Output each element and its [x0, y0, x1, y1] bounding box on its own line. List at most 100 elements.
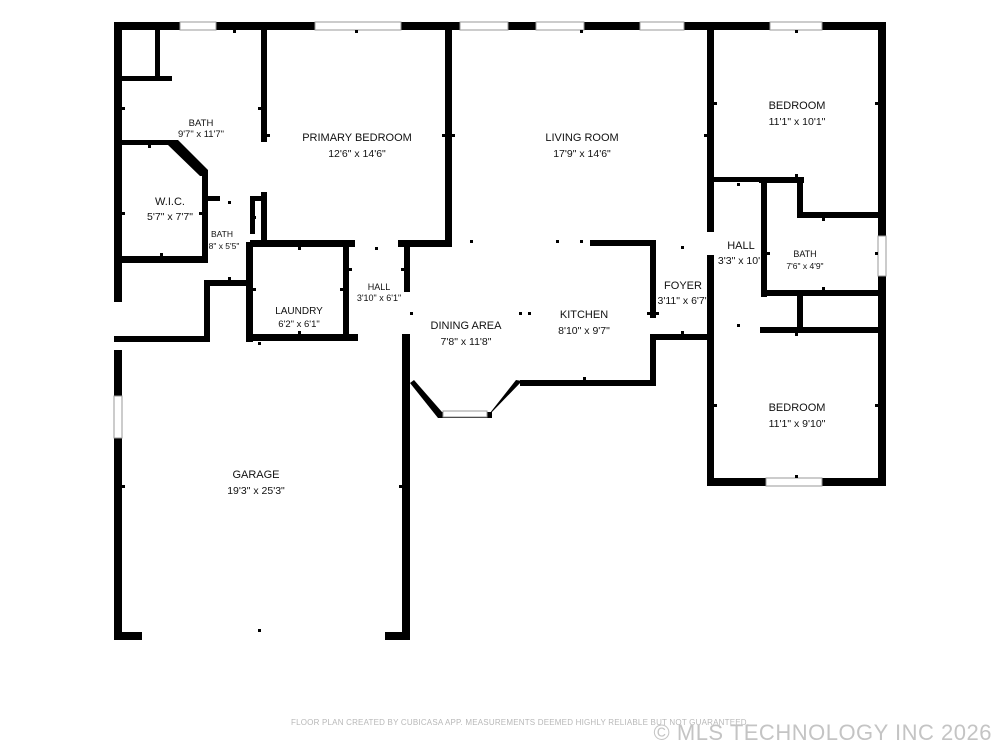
wall [650, 240, 656, 318]
tick [258, 629, 261, 632]
room-name-laundry: LAUNDRY [275, 306, 323, 317]
wall [761, 290, 886, 296]
room-labels: BATH 9'7" x 11'7" PRIMARY BEDROOM 12'6" … [147, 100, 826, 497]
wall [343, 242, 349, 339]
wall [707, 22, 714, 177]
tick [875, 102, 878, 105]
tick [528, 312, 531, 315]
tick [714, 102, 717, 105]
wall [445, 30, 452, 247]
tick [470, 240, 473, 243]
room-dims-bath1: 9'7" x 11'7" [178, 129, 224, 140]
tick [737, 183, 740, 186]
wall [261, 30, 267, 142]
windows [113, 21, 887, 487]
room-dims-laundry: 6'2" x 6'1" [278, 319, 320, 330]
tick [253, 216, 256, 219]
disclaimer-text: FLOOR PLAN CREATED BY CUBICASA APP. MEAS… [291, 718, 750, 727]
wall [486, 380, 522, 418]
wall [250, 196, 267, 201]
tick [160, 253, 163, 256]
tick [647, 312, 650, 315]
room-dims-bedroom2: 11'1" x 9'10" [769, 418, 826, 430]
wall [261, 192, 267, 242]
tick [714, 404, 717, 407]
tick [401, 268, 404, 271]
tick [228, 201, 231, 204]
tick [148, 145, 151, 148]
wall [398, 240, 448, 247]
window [535, 21, 585, 31]
tick [580, 30, 583, 33]
wall [122, 140, 170, 145]
tick [875, 404, 878, 407]
wall [714, 177, 759, 182]
tick [656, 312, 659, 315]
wall [114, 632, 142, 640]
wall [114, 336, 210, 342]
window [877, 235, 887, 277]
wall [402, 334, 410, 640]
wall [202, 170, 208, 260]
tick [410, 312, 413, 315]
tick [233, 30, 236, 33]
room-dims-wic: 5'7" x 7'7" [147, 211, 193, 223]
room-dims-primary: 12'6" x 14'6" [328, 148, 386, 160]
tick [580, 240, 583, 243]
room-dims-bath2: 8" x 5'5" [209, 241, 240, 251]
room-name-wic: W.I.C. [155, 196, 185, 208]
window [769, 21, 823, 31]
tick [355, 30, 358, 33]
wall [797, 212, 886, 218]
wall [707, 333, 714, 484]
wall [761, 177, 767, 297]
wall [590, 240, 656, 246]
window [442, 410, 488, 418]
room-dims-foyer: 3'11" x 6'7" [658, 295, 709, 307]
tick [267, 134, 270, 137]
wall [797, 290, 803, 330]
tick [822, 287, 825, 290]
tick [681, 331, 684, 334]
tick [258, 107, 261, 110]
wall [385, 632, 410, 640]
wall [114, 22, 122, 262]
copyright-watermark: © MLS TECHNOLOGY INC 2026 [653, 720, 992, 745]
wall [650, 334, 656, 386]
room-name-bedroom2: BEDROOM [769, 402, 826, 414]
room-dims-bath3: 7'6" x 4'9" [786, 261, 823, 271]
tick [795, 475, 798, 478]
wall [114, 350, 122, 640]
tick [452, 134, 455, 137]
window [765, 477, 823, 487]
tick [399, 485, 402, 488]
tick [253, 288, 256, 291]
room-name-hall1: HALL [368, 282, 391, 292]
wall [246, 242, 253, 342]
tick [519, 312, 522, 315]
tick [556, 240, 559, 243]
tick [737, 324, 740, 327]
tick [767, 252, 770, 255]
room-dims-living: 17'9" x 14'6" [553, 148, 611, 160]
tick [875, 252, 878, 255]
room-name-bedroom1: BEDROOM [769, 100, 826, 112]
wall [114, 256, 208, 263]
wall [707, 255, 714, 335]
tick [704, 134, 707, 137]
tick [375, 247, 378, 250]
tick [122, 107, 125, 110]
room-name-hall2: HALL [727, 240, 755, 252]
window [314, 21, 402, 31]
tick [442, 134, 445, 137]
tick [199, 212, 202, 215]
wall [410, 380, 442, 418]
room-dims-garage: 19'3" x 25'3" [227, 485, 285, 497]
wall [155, 30, 160, 78]
room-dims-hall1: 3'10" x 6'1" [357, 293, 401, 303]
tick [795, 333, 798, 336]
window [459, 21, 509, 31]
tick [122, 212, 125, 215]
wall [250, 240, 355, 247]
wall [168, 140, 208, 176]
